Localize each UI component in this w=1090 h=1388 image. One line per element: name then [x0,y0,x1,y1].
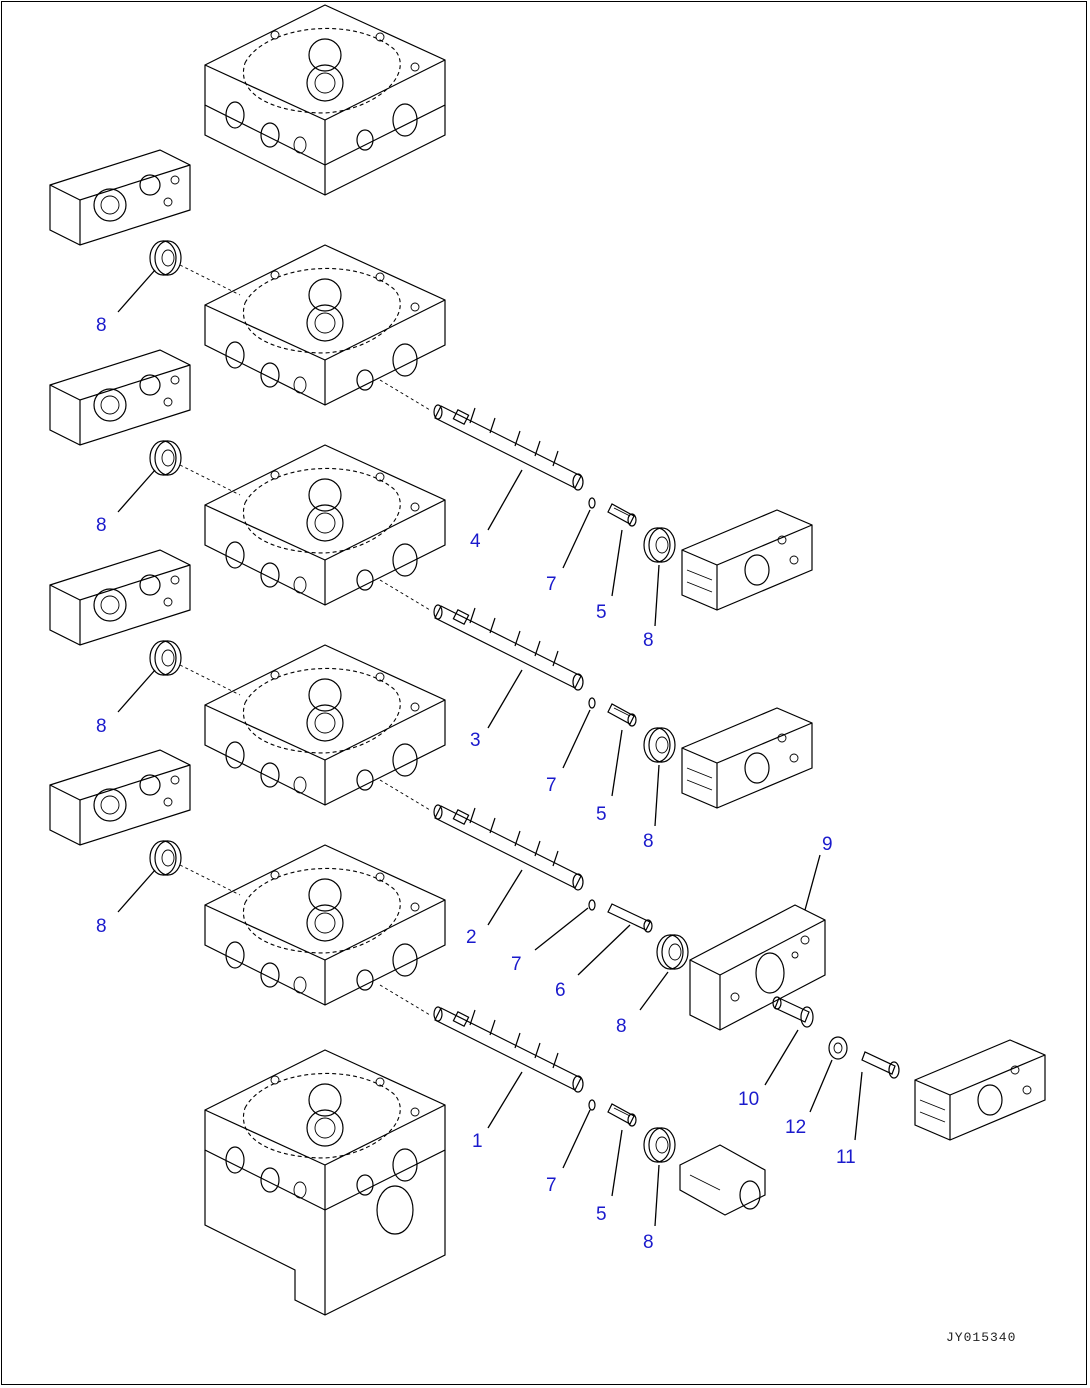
valve-section-3 [204,444,446,606]
callout-8: 8 [96,315,107,336]
oring-d [588,1099,596,1111]
callout-2: 2 [466,927,477,948]
callout-7: 7 [546,574,557,595]
ring-right-3 [656,934,689,970]
oring-a [588,497,596,509]
fitting-10 [772,996,814,1028]
ring-right-1 [643,527,676,563]
callout-6: 6 [555,980,566,1001]
left-cap-3 [49,549,191,646]
drawing-id: JY015340 [946,1330,1017,1345]
plug-5a [607,503,637,527]
callout-5: 5 [596,602,607,623]
end-block-top [204,4,446,196]
callout-11: 11 [836,1147,856,1168]
ring-right-4 [643,1127,676,1163]
callout-8: 8 [616,1016,627,1037]
valve-section-4 [204,244,446,406]
end-cap-small [679,1144,766,1216]
left-cap-2 [49,349,191,446]
callout-8: 8 [96,515,107,536]
callout-8: 8 [643,630,654,651]
spool-2 [433,804,584,891]
callout-8: 8 [643,831,654,852]
callout-9: 9 [822,834,833,855]
right-cap-bottom [914,1039,1046,1141]
callout-7: 7 [546,1175,557,1196]
ring-right-2 [643,727,676,763]
valve-section-2 [204,644,446,806]
oring-b [588,697,596,709]
screw-11 [861,1051,900,1079]
plug-5b [607,703,637,727]
spool-4 [433,404,584,491]
spool-1 [433,1006,584,1093]
callout-1: 1 [472,1131,483,1152]
callout-7: 7 [511,954,522,975]
oring-c [588,899,596,911]
callout-3: 3 [470,730,481,751]
callout-8: 8 [96,916,107,937]
right-cap-1 [681,509,813,611]
callout-labels: 8 8 8 8 4 7 5 8 3 7 5 8 9 2 7 6 8 10 12 … [96,315,856,1253]
plug-5c [607,1103,637,1127]
leader-lines [117,269,863,1227]
callout-8: 8 [96,716,107,737]
valve-section-1 [204,844,446,1006]
callout-5: 5 [596,804,607,825]
end-block-bottom [204,1049,446,1316]
left-cap-4 [49,749,191,846]
callout-5: 5 [596,1204,607,1225]
washer-12 [828,1036,848,1060]
spool-3 [433,604,584,691]
right-cap-2 [681,707,813,809]
stem-6 [607,903,653,933]
callout-4: 4 [470,531,481,552]
callout-7: 7 [546,775,557,796]
block-9 [689,904,826,1031]
callout-10: 10 [738,1089,759,1110]
left-cap-1 [49,149,191,246]
callout-12: 12 [785,1117,806,1138]
callout-8: 8 [643,1232,654,1253]
